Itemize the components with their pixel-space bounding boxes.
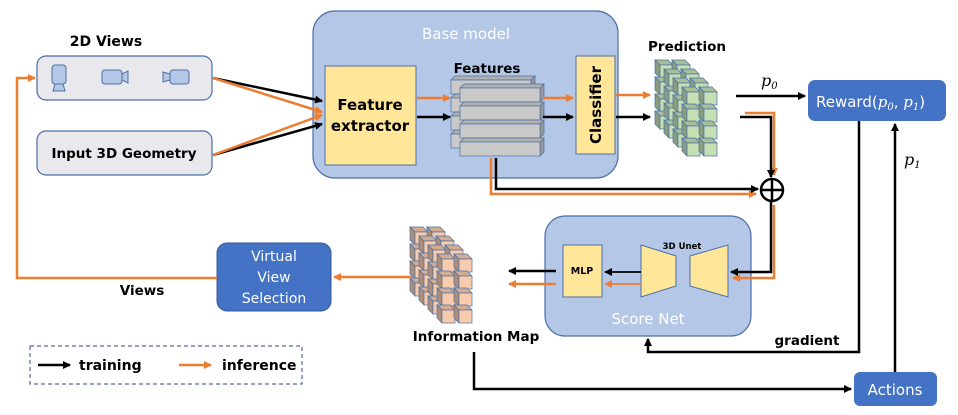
p0-edge-label: p0 [761,71,778,92]
features-stack [450,75,545,157]
mlp-label: MLP [571,266,594,277]
voxel-cube [453,304,473,324]
arrow-plus-scorenet-train [730,201,773,276]
reward-p0-sub: 0 [887,102,894,113]
arrow-reward-gradient [644,121,861,354]
geometry-box [36,130,213,176]
virtual-view-line-1: Virtual [251,249,297,265]
camera-front-icon [51,64,67,92]
actions-label: Actions [868,381,923,399]
voxel-cube [436,287,456,307]
feature-extractor-box [324,65,417,166]
reward-box [808,80,946,121]
reward-comma: , [894,93,904,111]
score-net-title: Score Net [611,310,684,328]
reward-text: Reward( [816,93,878,111]
reward-p0: p [878,93,888,111]
information-map-volume [409,226,473,324]
voxel-cube [453,270,473,290]
reward-p1: p [903,93,913,111]
actions-box [854,372,937,406]
reward-label: Reward(p0, p1) [816,93,925,113]
reward-p1-sub: 1 [913,102,919,113]
mlp-box [562,244,603,298]
voxel-cube [436,253,456,273]
prediction-title: Prediction [648,39,726,55]
legend-training-label: training [79,358,142,374]
virtual-view-line-3: Selection [242,291,307,307]
camera-back-icon [162,69,190,85]
feature-extractor-label-1: Feature [337,96,402,114]
sum-operator-icon [759,177,785,203]
arrow-pred-plus-train [740,115,775,178]
voxel-cube [453,253,473,273]
feature-bar [459,83,545,103]
base-model-group: Base model Feature extractor Features Cl… [312,10,619,179]
reward-close: ) [919,93,925,111]
geometry-label: Input 3D Geometry [51,146,196,162]
classifier-label: Classifier [587,65,605,144]
arrow-info-actions [472,352,852,393]
score-net-group: Score Net MLP 3D Unet [544,215,752,337]
p1-edge-label: p1 [904,150,921,171]
arrows [15,74,899,393]
voxel-cube [453,287,473,307]
arrow-virtualview-views [15,74,217,280]
voxel-cube [698,103,718,123]
feature-bar [459,137,545,157]
feature-bar [459,119,545,139]
views-title: 2D Views [70,34,142,50]
unet-decoder-shape [689,244,729,298]
unet-label: 3D Unet [663,242,702,252]
camera-side-icon [101,69,129,85]
arrow-views-train [212,76,323,104]
voxel-cube [681,120,701,140]
voxel-cube [698,86,718,106]
voxel-cube [681,137,701,157]
arrow-features-plus-infer [489,158,757,198]
arrow-pred-plus-infer [745,111,778,176]
virtual-view-line-2: View [257,270,290,286]
legend: training inference [29,345,303,385]
arrow-geom-infer [212,113,323,157]
voxel-cube [698,137,718,157]
feature-bar [459,101,545,121]
arrow-plus-scorenet-infer [732,205,776,282]
base-model-title: Base model [422,25,510,43]
arrow-features-plus-train [494,158,759,193]
legend-frame [29,345,303,385]
arrow-views-infer [212,76,323,114]
gradient-label: gradient [775,333,840,349]
reward-box-group: Reward(p0, p1) [808,80,946,121]
legend-inference-label: inference [222,358,297,374]
arrow-geom-train [212,122,323,157]
voxel-cube [681,103,701,123]
features-label: Features [454,61,521,77]
inputs-group: 2D Views Input 3D Geometry [36,34,213,176]
virtual-view-group: Virtual View Selection [216,242,332,312]
voxel-cube [436,270,456,290]
voxel-cube [681,86,701,106]
voxel-cube [436,304,456,324]
voxel-cube [698,120,718,140]
feature-extractor-label-2: extractor [331,117,410,135]
classifier-box [575,55,616,155]
unet-encoder-shape [640,244,677,298]
information-map-title: Information Map [413,329,540,345]
views-edge-label: Views [120,283,165,299]
prediction-volume [654,59,718,157]
